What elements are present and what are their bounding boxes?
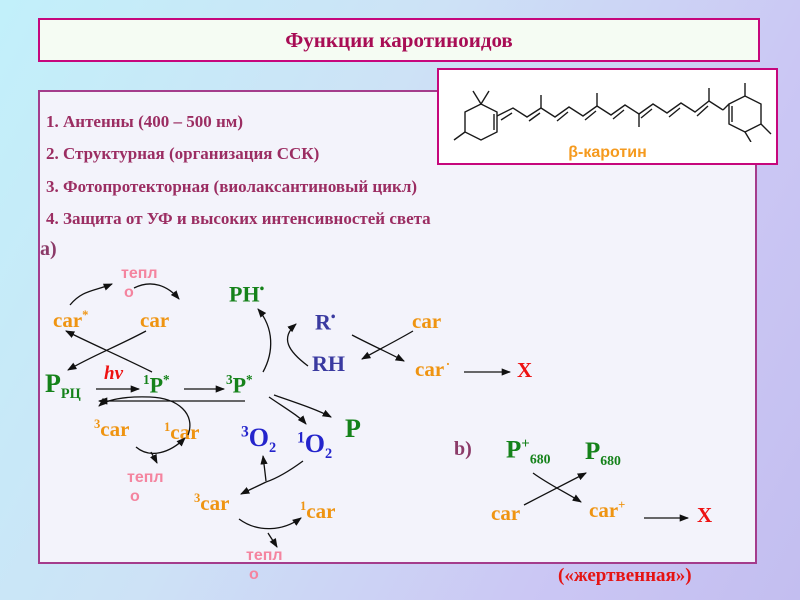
car-triplet-lower-label: 3car: [194, 491, 230, 515]
x-product-a-label: X: [517, 358, 533, 382]
ph-radical-label: PH•: [229, 281, 265, 307]
car-singlet-lower-label: 1car: [300, 499, 336, 523]
rh-label: RH: [312, 351, 345, 376]
car-right-label: car: [412, 309, 442, 333]
r-radical-label: R•: [315, 309, 336, 335]
content-panel: [38, 90, 757, 564]
page-title: Функции каротиноидов: [285, 28, 513, 52]
car-triplet-upper-label: 3car: [94, 417, 130, 441]
car-singlet-upper-label: 1car: [164, 420, 200, 444]
title-box: Функции каротиноидов: [38, 18, 760, 62]
p-triplet-label: 3P*: [226, 372, 253, 398]
p-ground-label: P: [345, 414, 361, 443]
beta-carotene-structure: [453, 83, 772, 142]
oxygen-singlet-label: 1O2: [297, 429, 333, 463]
p-singlet-label: 1P*: [143, 372, 170, 398]
beta-carotene-caption: β-каротин: [568, 144, 647, 161]
list-item-antennas: 1. Антенны (400 – 500 нм): [46, 112, 244, 131]
car-radical-label: car ·: [415, 357, 451, 381]
list-item-uv-protection: 4. Защита от УФ и высоких интенсивностей…: [46, 209, 431, 228]
heat-label-bottom: тепл о: [246, 547, 283, 583]
oxygen-triplet-label: 3O2: [241, 423, 277, 457]
p680-ground-label: P680: [585, 438, 621, 468]
list-item-structural: 2. Структурная (организация ССК): [46, 144, 320, 163]
beta-carotene-figure: β-каротин: [437, 68, 778, 165]
car-ground-label: car: [140, 308, 170, 332]
car-cation-label: car+: [589, 498, 626, 522]
list-item-photoprotective: 3. Фотопротекторная (виолаксантиновый ци…: [46, 177, 418, 196]
hv-photon-label: hν: [104, 363, 123, 384]
heat-label-mid: тепл о: [127, 469, 164, 505]
car-excited-label: car*: [53, 308, 89, 332]
section-a-label: а): [40, 238, 57, 260]
car-b-label: car: [491, 501, 521, 525]
sacrificial-footnote: («жертвенная»): [558, 565, 692, 586]
p-reaction-center-label: PРЦ: [45, 369, 81, 403]
section-b-label: b): [454, 438, 472, 460]
x-product-b-label: X: [697, 503, 713, 527]
heat-label-top: тепл о: [121, 265, 158, 301]
p680-oxidized-label: P+680: [506, 436, 551, 467]
